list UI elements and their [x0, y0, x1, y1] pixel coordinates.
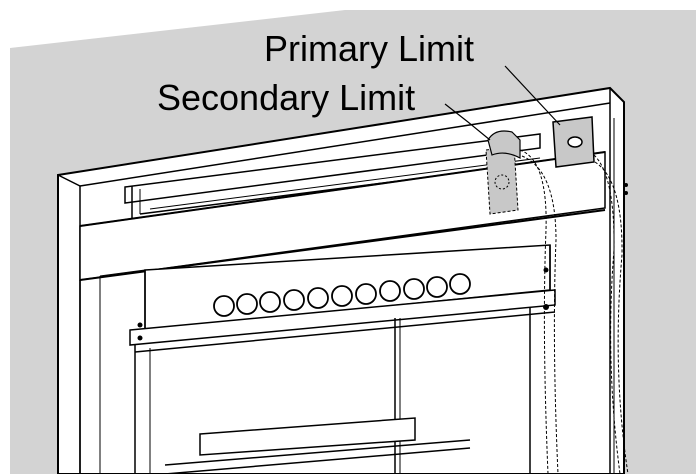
- burner-ports: [213, 273, 471, 317]
- screw: [624, 191, 628, 195]
- burner-port: [236, 293, 258, 315]
- screw: [137, 322, 143, 328]
- screw: [137, 335, 143, 341]
- burner-port: [331, 285, 353, 307]
- burner-port: [307, 287, 329, 309]
- burner-port: [379, 280, 401, 302]
- primary-limit-label: Primary Limit: [264, 28, 474, 69]
- burner-port: [213, 295, 235, 317]
- grate-base: [199, 417, 416, 456]
- burner-port: [426, 276, 448, 298]
- primary-limit-switch: [552, 116, 595, 168]
- screw: [543, 267, 549, 273]
- header-channel: [124, 133, 541, 204]
- burner-port: [449, 273, 471, 295]
- secondary-limit-label: Secondary Limit: [157, 77, 415, 118]
- secondary-limit-switch: [485, 130, 521, 215]
- screw: [624, 183, 628, 187]
- burner-port: [283, 289, 305, 311]
- callout-leaders: [444, 65, 561, 141]
- secondary-limit-leader: [444, 103, 491, 141]
- burner-port: [355, 283, 377, 305]
- limit-wiring: [519, 149, 629, 474]
- burner-port: [259, 291, 281, 313]
- manifold-rail: [129, 289, 556, 346]
- screw: [543, 304, 549, 310]
- burner-port: [403, 278, 425, 300]
- primary-limit-leader: [504, 65, 561, 126]
